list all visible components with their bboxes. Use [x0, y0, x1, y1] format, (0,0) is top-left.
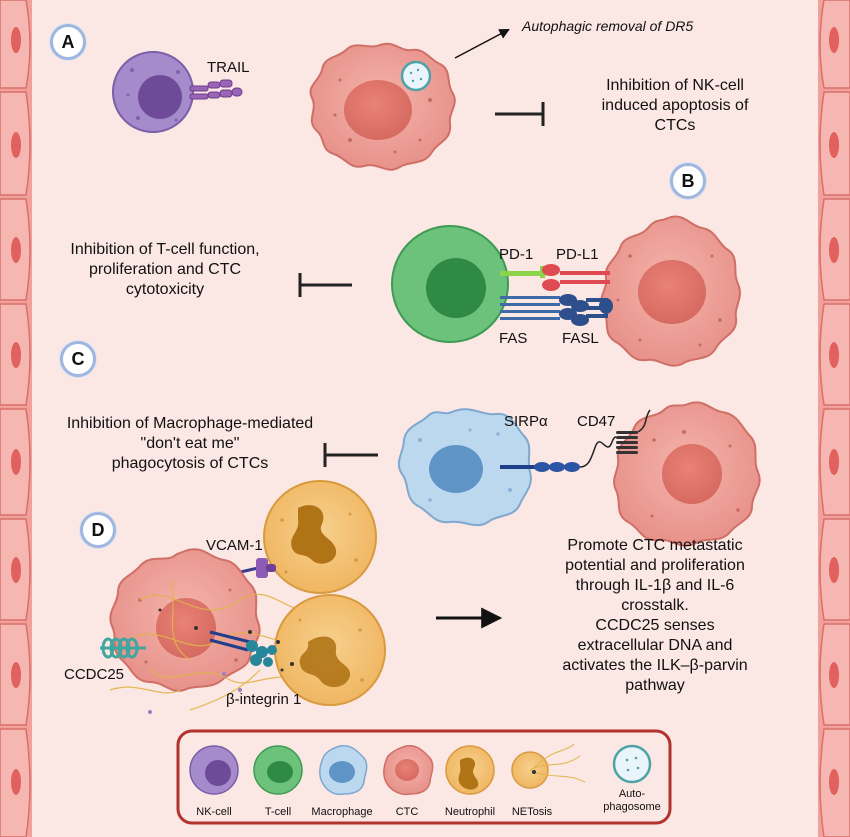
- inhibition-bar-c: [323, 443, 378, 467]
- cd47-receptor-icon: [579, 409, 651, 468]
- legend-label-autophagosome: Auto- phagosome: [592, 788, 672, 814]
- outcome-c-line-2: "don't eat me": [140, 435, 240, 452]
- cd47-label: CD47: [577, 413, 616, 430]
- outcome-b-line-1: Inhibition of T-cell function,: [70, 241, 260, 258]
- inhibition-bar-b: [298, 273, 352, 297]
- legend-label-netosis: NETosis: [511, 806, 553, 818]
- legend-label-t-cell: T-cell: [264, 806, 292, 818]
- legend-netosis-icon: [511, 743, 586, 789]
- trail-receptor-icon: [189, 79, 243, 100]
- outcome-d: Promote CTC metastatic potential and pro…: [530, 536, 780, 696]
- t-cell: [391, 225, 509, 343]
- panel-badge-a: A: [50, 24, 86, 60]
- outcome-a: Inhibition of NK-cell induced apoptosis …: [585, 76, 765, 136]
- neutrophil-upper: [263, 480, 377, 594]
- nk-cell: [112, 51, 194, 133]
- pdl1-label: PD-L1: [556, 246, 599, 263]
- legend-label-macrophage: Macrophage: [311, 806, 373, 818]
- legend-label-ctc: CTC: [395, 806, 419, 818]
- ccdc25-receptor-icon: [100, 637, 146, 659]
- pd1-receptor-icon: [500, 266, 546, 278]
- panel-badge-b: B: [670, 163, 706, 199]
- fasl-ligand-icon: [559, 294, 613, 326]
- net-fibers: [109, 579, 321, 711]
- beta-integrin-receptor-icon: [209, 630, 277, 667]
- outcome-c-line-3: phagocytosis of CTCs: [111, 455, 269, 472]
- endothelium-left: [0, 0, 32, 837]
- trail-label: TRAIL: [207, 59, 250, 76]
- legend-label-nk-cell: NK-cell: [196, 806, 232, 818]
- ctc-cell-d: [109, 548, 261, 692]
- outcome-b-line-3: cytotoxicity: [125, 281, 205, 298]
- legend-label-autophagosome-line-2: phagosome: [603, 801, 661, 813]
- purple-dots: [148, 672, 242, 714]
- legend-autophagosome-icon: [612, 744, 652, 784]
- sirpa-receptor-icon: [500, 462, 580, 472]
- fas-receptor-icon: [500, 296, 560, 320]
- endothelium-right: [818, 0, 850, 837]
- legend-ctc-icon: [383, 744, 434, 796]
- autophagosome-icon: [400, 60, 432, 92]
- macrophage: [397, 408, 532, 527]
- panel-badge-d: D: [80, 512, 116, 548]
- outcome-d-line-2: potential and proliferation: [565, 557, 745, 574]
- inhibition-bar-a: [495, 102, 545, 126]
- outcome-b-line-2: proliferation and CTC: [88, 261, 242, 278]
- panel-badge-c: C: [60, 341, 96, 377]
- outcome-a-line-3: CTCs: [654, 117, 696, 134]
- fasl-label: FASL: [562, 330, 599, 347]
- outcome-d-line-3: through IL-1β and IL-6: [575, 577, 735, 594]
- outcome-d-line-1: Promote CTC metastatic: [567, 537, 743, 554]
- outcome-d-line-6: extracellular DNA and: [577, 637, 733, 654]
- pd1-label: PD-1: [499, 246, 534, 263]
- ctc-cell-c: [613, 401, 761, 547]
- autophagy-label: Autophagic removal of DR5: [522, 18, 694, 34]
- extracellular-dna-dots: [158, 608, 294, 672]
- outcome-d-line-8: pathway: [625, 677, 685, 694]
- vcam1-label: VCAM-1: [206, 537, 263, 554]
- outcome-d-line-4: crosstalk.: [621, 597, 689, 614]
- pdl1-ligand-icon: [542, 264, 610, 291]
- outcome-d-line-5: CCDC25 senses: [595, 617, 715, 634]
- outcome-c-line-1: Inhibition of Macrophage-mediated: [66, 415, 314, 432]
- outcome-a-line-1: Inhibition of NK-cell: [606, 77, 744, 94]
- legend-nk-cell-icon: [189, 745, 239, 795]
- legend-label-autophagosome-line-1: Auto-: [618, 788, 646, 800]
- autophagy-arrow: [454, 29, 510, 59]
- sirpa-label: SIRPα: [504, 413, 548, 430]
- outcome-d-line-7: activates the ILK–β-parvin: [562, 657, 748, 674]
- beta-integrin-label: β-integrin 1: [226, 691, 302, 708]
- legend-macrophage-icon: [319, 744, 368, 796]
- outcome-c: Inhibition of Macrophage-mediated "don't…: [40, 414, 340, 474]
- legend-label-neutrophil: Neutrophil: [444, 806, 496, 818]
- neutrophil-netosis: [274, 594, 386, 706]
- outcome-b: Inhibition of T-cell function, prolifera…: [45, 240, 285, 300]
- ctc-cell-b: [600, 215, 741, 367]
- outcome-a-line-2: induced apoptosis of: [601, 97, 749, 114]
- ctc-cell-a: [309, 42, 456, 171]
- ccdc25-label: CCDC25: [64, 666, 125, 683]
- legend-neutrophil-icon: [445, 745, 495, 795]
- legend-t-cell-icon: [253, 745, 303, 795]
- fas-label: FAS: [499, 330, 528, 347]
